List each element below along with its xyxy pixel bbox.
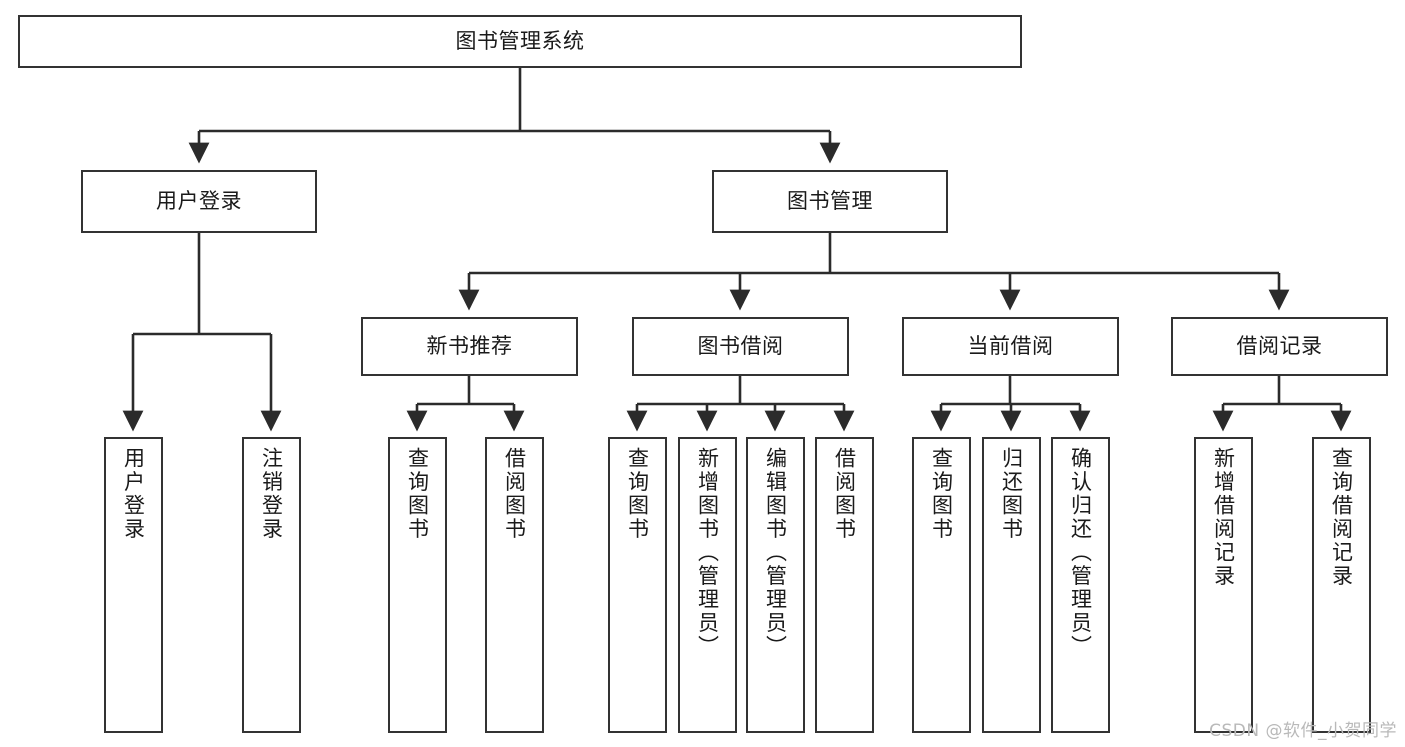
node-label: 确认归还（管理员） [1068,447,1093,659]
node-user-login[interactable]: 用户登录 [81,170,317,233]
watermark-text: CSDN @软件_小贺同学 [1209,721,1397,741]
node-label: 查询图书 [405,447,430,541]
node-label: 查询图书 [625,447,650,541]
node-leaf-query-book-current[interactable]: 查询图书 [912,437,971,733]
node-book-borrow[interactable]: 图书借阅 [632,317,849,376]
node-leaf-query-book-recommend[interactable]: 查询图书 [388,437,447,733]
node-label: 查询图书 [929,447,954,541]
node-leaf-query-borrow-record[interactable]: 查询借阅记录 [1312,437,1371,733]
node-leaf-logout[interactable]: 注销登录 [242,437,301,733]
node-current-borrow[interactable]: 当前借阅 [902,317,1119,376]
node-root-book-management-system[interactable]: 图书管理系统 [18,15,1022,68]
node-leaf-edit-book-admin[interactable]: 编辑图书（管理员） [746,437,805,733]
node-label: 用户登录 [156,188,242,213]
node-label: 图书管理系统 [455,28,585,53]
node-leaf-return-book[interactable]: 归还图书 [982,437,1041,733]
node-label: 新增图书（管理员） [695,447,720,659]
node-leaf-borrow-book-recommend[interactable]: 借阅图书 [485,437,544,733]
node-label: 借阅记录 [1236,333,1323,358]
node-leaf-query-book-borrow[interactable]: 查询图书 [608,437,667,733]
node-new-book-recommend[interactable]: 新书推荐 [361,317,578,376]
node-leaf-confirm-return-admin[interactable]: 确认归还（管理员） [1051,437,1110,733]
node-label: 查询借阅记录 [1329,447,1354,588]
node-label: 借阅图书 [502,447,527,541]
node-label: 图书借阅 [697,333,784,358]
node-label: 归还图书 [999,447,1024,541]
node-book-management[interactable]: 图书管理 [712,170,948,233]
node-label: 图书管理 [787,188,873,213]
node-label: 注销登录 [259,447,284,541]
node-label: 当前借阅 [967,333,1054,358]
node-label: 借阅图书 [832,447,857,541]
node-leaf-add-borrow-record[interactable]: 新增借阅记录 [1194,437,1253,733]
node-leaf-user-login[interactable]: 用户登录 [104,437,163,733]
node-leaf-add-book-admin[interactable]: 新增图书（管理员） [678,437,737,733]
node-borrow-record[interactable]: 借阅记录 [1171,317,1388,376]
node-leaf-borrow-book[interactable]: 借阅图书 [815,437,874,733]
node-label: 用户登录 [121,447,146,541]
node-label: 新书推荐 [426,333,513,358]
node-label: 编辑图书（管理员） [763,447,788,659]
node-label: 新增借阅记录 [1211,447,1236,588]
